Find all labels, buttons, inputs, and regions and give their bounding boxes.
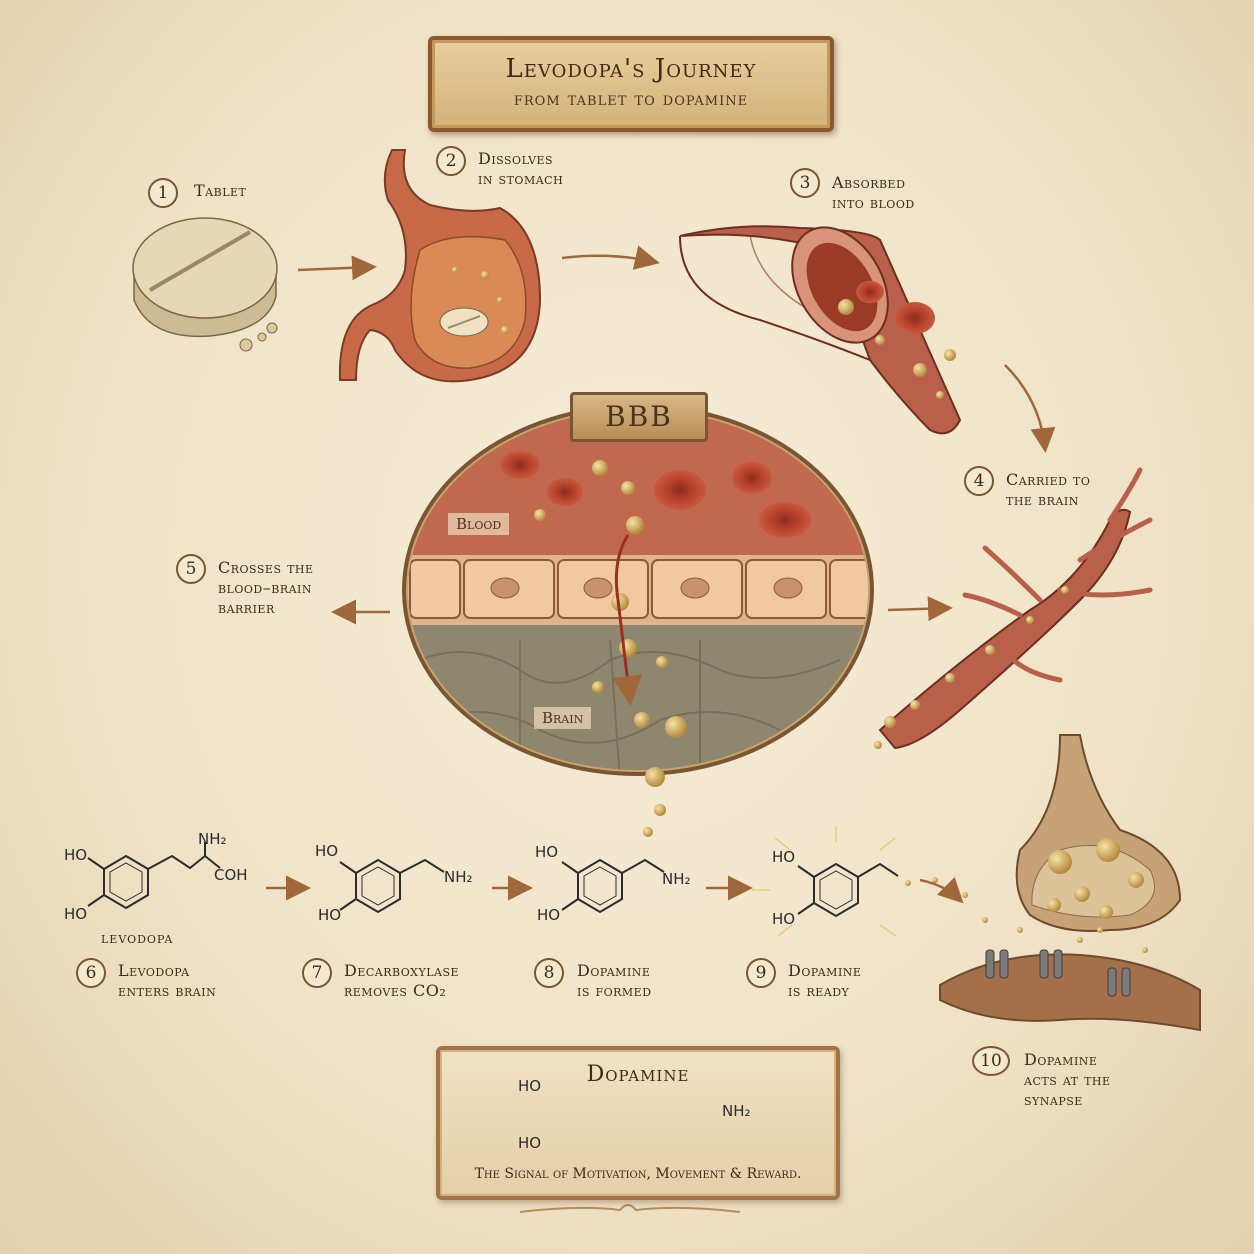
step-9-number: 9: [746, 958, 776, 988]
page-title: Levodopa's Journey: [505, 54, 757, 84]
levodopa-cooh: COH: [214, 866, 248, 884]
blood-zone-label: Blood: [448, 513, 510, 535]
levodopa-name: levodopa: [101, 929, 174, 947]
glow-rays: [752, 826, 897, 937]
step-2-number: 2: [436, 146, 466, 176]
m2-nh2: NH₂: [444, 868, 473, 886]
levodopa-ho-bottom: HO: [64, 905, 88, 923]
dopamine-panel-title: Dopamine: [586, 1062, 690, 1087]
step-10-number: 10: [972, 1046, 1010, 1076]
title-plaque: Levodopa's Journey from tablet to dopami…: [428, 36, 834, 132]
step-5-number: 5: [176, 554, 206, 584]
m4-ho-bottom: HO: [772, 910, 796, 928]
final-ho-bottom: HO: [518, 1134, 542, 1152]
m2-ho-bottom: HO: [318, 906, 342, 924]
dopamine-summary-panel: Dopamine The Signal of Motivation, Movem…: [436, 1046, 840, 1200]
step-1-label: Tablet: [194, 181, 247, 200]
page-subtitle: from tablet to dopamine: [513, 88, 749, 110]
step-8-number: 8: [534, 958, 564, 988]
brain-zone-label: Brain: [534, 707, 592, 729]
step-6-number: 6: [76, 958, 106, 988]
final-ho-top: HO: [518, 1077, 542, 1095]
dopamine-tagline: The Signal of Motivation, Movement & Rew…: [474, 1166, 802, 1182]
blood-vessel-illustration: [679, 225, 962, 435]
bbb-cross-section: [402, 404, 874, 776]
step-7-number: 7: [302, 958, 332, 988]
tablet-illustration: [132, 217, 278, 352]
step-3-number: 3: [790, 168, 820, 198]
m2-ho-top: HO: [315, 842, 339, 860]
ornament-flourish: [519, 1204, 741, 1213]
m3-nh2: NH₂: [662, 870, 691, 888]
brain-vessel-illustration: [874, 467, 1153, 750]
synapse-illustration: [905, 734, 1201, 1032]
m4-ho-top: HO: [772, 848, 796, 866]
final-nh2: NH₂: [722, 1102, 751, 1120]
levodopa-nh2: NH₂: [198, 830, 227, 848]
levodopa-ho-top: HO: [64, 846, 88, 864]
stomach-illustration: [338, 149, 542, 383]
step-4-number: 4: [964, 466, 994, 496]
m3-ho-bottom: HO: [537, 906, 561, 924]
m3-ho-top: HO: [535, 843, 559, 861]
step-1-number: 1: [148, 178, 178, 208]
journey-arrows: [266, 245, 1056, 904]
bbb-tag: BBB: [570, 392, 708, 442]
